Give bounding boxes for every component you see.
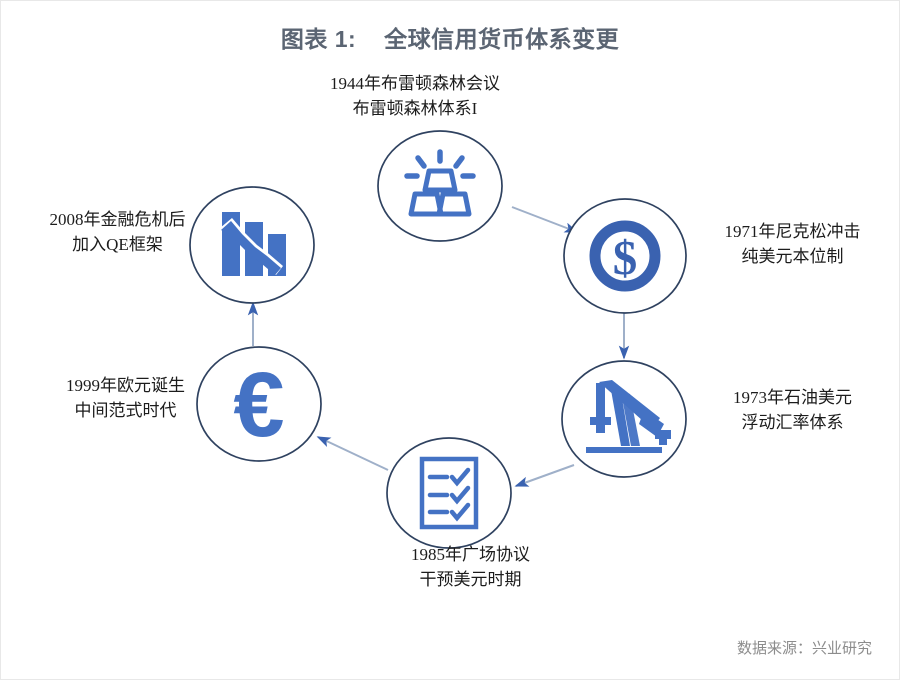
node-ellipse (196, 346, 322, 462)
connector-1944-to-1971 (511, 206, 579, 233)
label-line-2: 干预美元时期 (419, 569, 522, 589)
label-line-2: 中间范式时代 (74, 400, 177, 420)
checklist-icon (419, 456, 479, 530)
oil-pumpjack-icon (586, 380, 671, 453)
node-label-plaza-accord-1985: 1985年广场协议 干预美元时期 (368, 543, 573, 592)
connector-1985-to-1999 (316, 436, 389, 471)
label-line-1: 1944年布雷顿森林会议 (330, 74, 500, 93)
label-line-2: 布雷顿森林体系I (352, 98, 478, 118)
node-bretton-woods-1944[interactable] (377, 130, 503, 242)
label-line-2: 加入QE框架 (72, 234, 163, 254)
euro-sign-icon: € (233, 354, 284, 456)
dollar-sign-glyph: $ (613, 230, 638, 285)
node-label-euro-birth-1999: 1999年欧元诞生 中间范式时代 (38, 374, 213, 423)
node-ellipse (563, 198, 687, 314)
node-label-petrodollar-1973: 1973年石油美元 浮动汇率体系 (705, 386, 880, 435)
node-nixon-shock-1971[interactable]: $ (563, 198, 687, 314)
label-line-1: 1973年石油美元 (733, 388, 852, 407)
label-line-2: 纯美元本位制 (741, 246, 844, 266)
figure-title-bar: 图表 1: 全球信用货币体系变更 (0, 20, 900, 54)
declining-bar-chart-icon (220, 212, 286, 276)
node-qe-framework-2008[interactable] (189, 186, 315, 304)
connector-group (247, 206, 630, 487)
source-note: 数据来源：兴业研究 (736, 640, 872, 657)
gold-bars-icon (404, 149, 476, 179)
page-title: 全球信用货币体系变更 (384, 26, 620, 52)
node-ellipse (377, 130, 503, 242)
dollar-coin-icon (589, 220, 661, 292)
node-plaza-accord-1985[interactable] (386, 437, 512, 549)
label-line-1: 1999年欧元诞生 (66, 376, 185, 395)
node-label-bretton-woods-1944: 1944年布雷顿森林会议 布雷顿森林体系I (300, 72, 530, 121)
node-euro-birth-1999[interactable]: € (196, 346, 322, 462)
node-label-qe-framework-2008: 2008年金融危机后 加入QE框架 (25, 208, 210, 257)
label-line-1: 1985年广场协议 (411, 545, 530, 564)
label-line-1: 1971年尼克松冲击 (724, 222, 861, 241)
node-petrodollar-1973[interactable] (561, 360, 687, 478)
connector-1973-to-1985 (514, 464, 575, 487)
node-label-nixon-shock-1971: 1971年尼克松冲击 纯美元本位制 (705, 220, 880, 269)
figure-number-label: 图表 1: (280, 26, 357, 52)
label-line-1: 2008年金融危机后 (49, 210, 186, 229)
gold-bars-stack (408, 168, 472, 217)
label-line-2: 浮动汇率体系 (741, 412, 844, 432)
